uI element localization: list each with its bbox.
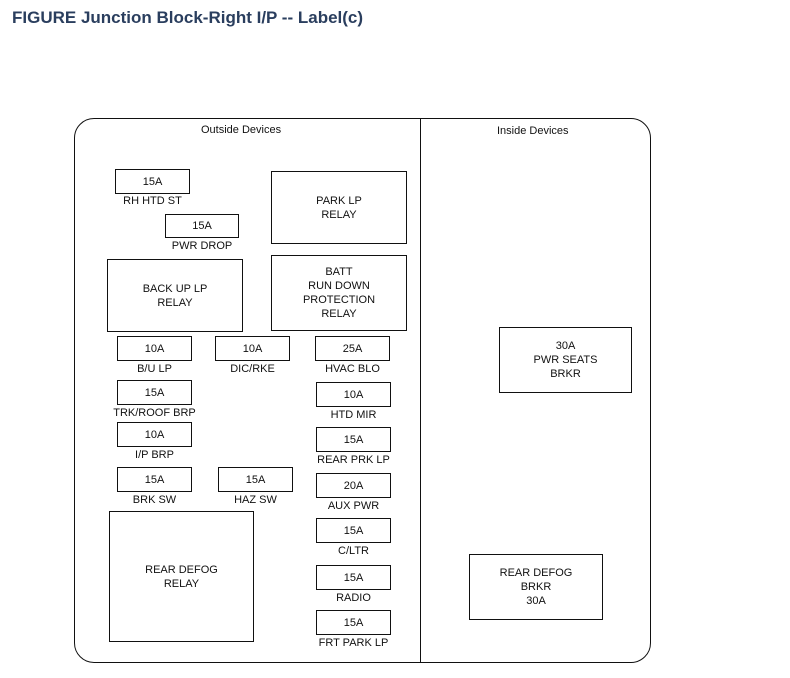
fuse-rear-prk-lp-label: REAR PRK LP: [317, 454, 390, 466]
fuse-aux-pwr: 20A: [316, 473, 391, 498]
fuse-dic-rke: 10A: [215, 336, 290, 361]
section-divider: [420, 119, 421, 662]
fuse-dic-rke-label: DIC/RKE: [230, 363, 275, 375]
batt-rundown-protection-relay: BATT RUN DOWN PROTECTION RELAY: [271, 255, 407, 331]
outside-devices-heading: Outside Devices: [201, 124, 282, 136]
fuse-frt-park-lp: 15A: [316, 610, 391, 635]
fuse-htd-mir: 10A: [316, 382, 391, 407]
pwr-seats-breaker: 30A PWR SEATS BRKR: [499, 327, 632, 393]
fuse-haz-sw: 15A: [218, 467, 293, 492]
fuse-ip-brp: 10A: [117, 422, 192, 447]
back-up-lp-relay: BACK UP LP RELAY: [107, 259, 243, 332]
fuse-haz-sw-label: HAZ SW: [234, 494, 277, 506]
fuse-hvac-blo-label: HVAC BLO: [325, 363, 380, 375]
fuse-radio-label: RADIO: [336, 592, 371, 604]
page-title: FIGURE Junction Block-Right I/P -- Label…: [12, 8, 364, 27]
fuse-frt-park-lp-label: FRT PARK LP: [318, 637, 389, 649]
fuse-rh-htd-st: 15A: [115, 169, 190, 194]
fuse-rear-prk-lp: 15A: [316, 427, 391, 452]
fuse-ip-brp-label: I/P BRP: [135, 449, 174, 461]
fuse-pwr-drop-label: PWR DROP: [171, 240, 233, 252]
fuse-pwr-drop: 15A: [165, 214, 239, 238]
fuse-brk-sw: 15A: [117, 467, 192, 492]
fuse-c-ltr-label: C/LTR: [338, 545, 369, 557]
fuse-c-ltr: 15A: [316, 518, 391, 543]
junction-block-outline: [74, 118, 651, 663]
fuse-trk-roof-brp: 15A: [117, 380, 192, 405]
fuse-hvac-blo: 25A: [315, 336, 390, 361]
fuse-rh-htd-st-label: RH HTD ST: [123, 195, 182, 207]
park-lp-relay: PARK LP RELAY: [271, 171, 407, 244]
rear-defog-relay: REAR DEFOG RELAY: [109, 511, 254, 642]
fuse-aux-pwr-label: AUX PWR: [327, 500, 380, 512]
fuse-radio: 15A: [316, 565, 391, 590]
inside-devices-heading: Inside Devices: [497, 125, 569, 137]
rear-defog-breaker: REAR DEFOG BRKR 30A: [469, 554, 603, 620]
fuse-htd-mir-label: HTD MIR: [330, 409, 377, 421]
fuse-bu-lp: 10A: [117, 336, 192, 361]
fuse-trk-roof-brp-label: TRK/ROOF BRP: [113, 407, 196, 419]
fuse-bu-lp-label: B/U LP: [137, 363, 172, 375]
fuse-brk-sw-label: BRK SW: [132, 494, 177, 506]
